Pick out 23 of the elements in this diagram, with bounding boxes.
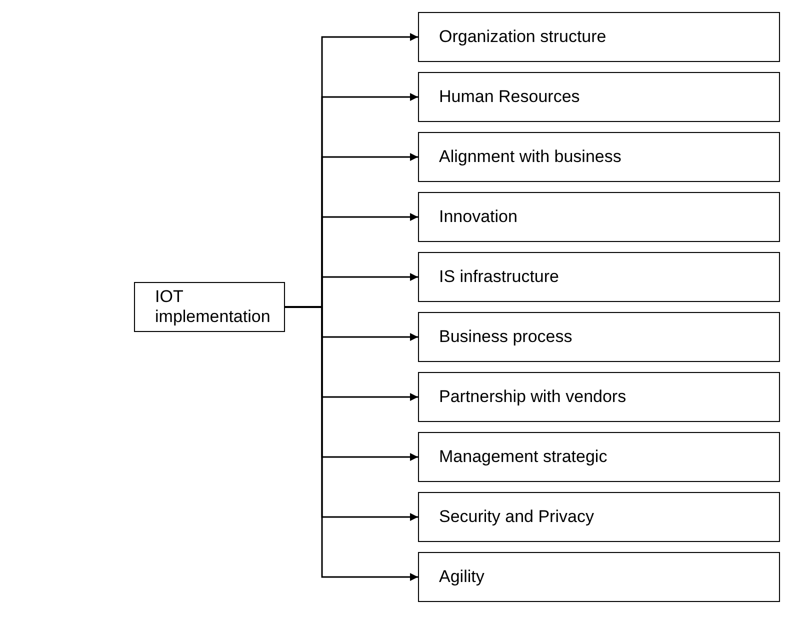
process-box: [418, 552, 780, 602]
process-box: [418, 432, 780, 482]
box-label: Business process: [439, 327, 572, 347]
box-label: Innovation: [439, 207, 518, 227]
process-box: [418, 252, 780, 302]
process-box: [134, 282, 285, 332]
box-label: Management strategic: [439, 447, 608, 467]
box-label: Security and Privacy: [439, 507, 594, 527]
process-box: [418, 312, 780, 362]
box-label: IOT implementation: [155, 287, 272, 327]
process-box: [418, 492, 780, 542]
process-box: [418, 372, 780, 422]
process-box: [418, 192, 780, 242]
process-box: [418, 12, 780, 62]
box-label: Agility: [439, 567, 484, 587]
box-label: IS infrastructure: [439, 267, 559, 287]
process-box: [418, 132, 780, 182]
box-label: Alignment with business: [439, 147, 622, 167]
box-label: Human Resources: [439, 87, 580, 107]
box-label: Partnership with vendors: [439, 387, 626, 407]
process-box: [418, 72, 780, 122]
box-label: Organization structure: [439, 27, 606, 47]
arrow: [285, 306, 418, 581]
